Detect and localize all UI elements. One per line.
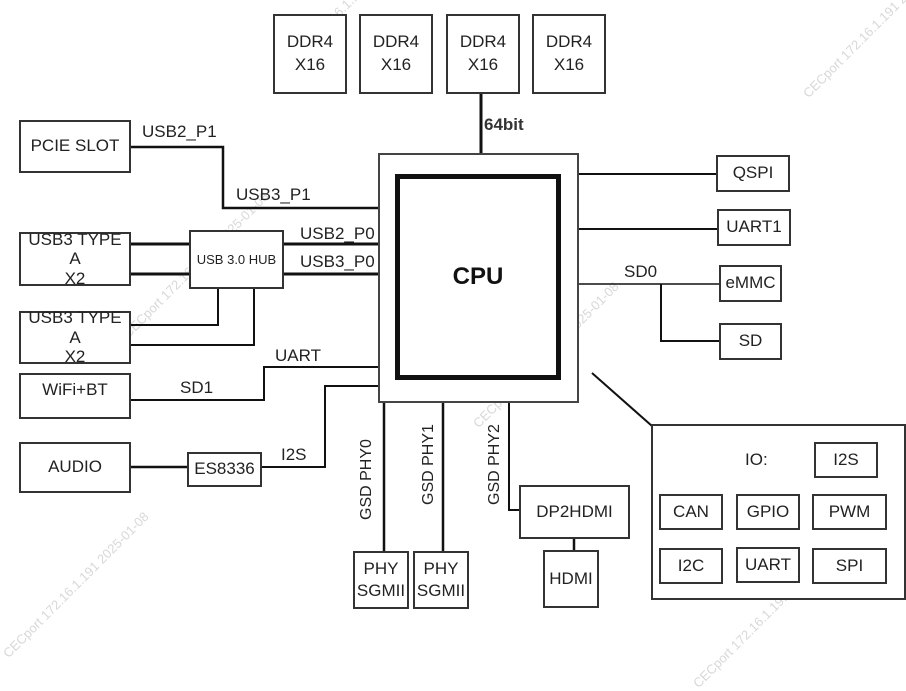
ddr4-chip-width: X16 [553,55,585,74]
usb3-p0-label: USB3_P0 [300,252,375,271]
io-line [591,372,653,427]
sd0-label: SD0 [624,262,658,281]
io-i2s: I2S [814,442,878,478]
ddr4-chip-width: X16 [467,55,499,74]
phy-sgmii-0: PHY SGMII [353,551,409,609]
qspi-label: QSPI [732,163,774,183]
usb2-p0-label: USB2_P0 [300,224,375,243]
io-item-label: I2C [677,555,705,575]
io-item-label: GPIO [746,501,790,521]
usb-hub-label: USB 3.0 HUB [196,251,277,267]
ddr4-chip-label: DDR4 [372,32,420,52]
ddr4-chip-2: DDR4 X16 [359,14,433,94]
ddr4-chip-width: X16 [294,55,326,74]
io-uart: UART [736,547,800,583]
uart1-port: UART1 [717,209,791,246]
ddr4-chip-4: DDR4 X16 [532,14,606,94]
io-can: CAN [659,494,723,530]
phy-label: PHY [423,558,459,578]
ddr-bus-label: 64bit [484,115,524,134]
sd-card: SD [719,323,782,360]
io-item-label: I2S [833,449,859,469]
ddr4-chip-label: DDR4 [286,32,334,52]
wifi-line [130,366,378,401]
sgmii-label: SGMII [416,581,466,600]
usb-3-0-hub: USB 3.0 HUB [189,230,284,289]
ddr4-chip-3: DDR4 X16 [446,14,520,94]
ddr4-chip-label: DDR4 [545,32,593,52]
uart1-label: UART1 [726,217,782,237]
pcie-slot: PCIE SLOT [19,120,131,173]
emmc-label: eMMC [725,273,776,293]
dp2hdmi-bridge: DP2HDMI [519,485,630,539]
phy-label: PHY [363,558,399,578]
connection-lines [130,94,719,552]
cpu-die: CPU [395,174,561,380]
io-title: IO: [745,450,768,469]
audio-jack: AUDIO [19,442,131,493]
io-item-label: SPI [835,555,864,575]
sd1-label: SD1 [180,378,214,397]
usb3-type-a-label: USB3 TYPE A [28,308,122,347]
usb3-type-a-count: X2 [64,347,86,367]
sgmii-label: SGMII [356,581,406,600]
usb3-type-a-1: USB3 TYPE A X2 [19,229,131,288]
hdmi-port: HDMI [543,550,599,608]
sd-line [660,284,719,342]
usb3-type-a-count: X2 [64,268,86,288]
gsd-phy2-label: GSD PHY2 [486,424,503,505]
ddr4-chip-label: DDR4 [459,32,507,52]
ddr4-chip-1: DDR4 X16 [273,14,347,94]
es8336-codec: ES8336 [187,452,262,487]
ddr4-chip-width: X16 [380,55,412,74]
io-spi: SPI [812,548,887,584]
pcie-slot-label: PCIE SLOT [30,136,120,156]
io-item-label: PWM [828,501,871,521]
io-i2c: I2C [659,548,723,584]
audio-label: AUDIO [48,457,102,477]
i2s-label: I2S [281,445,307,464]
gsd-phy0-label: GSD PHY0 [358,439,375,520]
usb3-p1-label: USB3_P1 [236,185,311,204]
gsd-phy1-label: GSD PHY1 [420,424,437,505]
io-pwm: PWM [812,494,887,530]
usb2-p1-label: USB2_P1 [142,122,217,141]
wifi-bt-module: WiFi+BT [19,373,131,419]
phy-sgmii-1: PHY SGMII [413,551,469,609]
phy2-line [508,403,520,511]
usb-a2-line-1 [130,288,219,326]
usb3-type-a-label: USB3 TYPE A [28,229,122,269]
i2s-line [262,385,378,468]
usb3-type-a-2: USB3 TYPE A X2 [19,308,131,367]
hdmi-label: HDMI [549,568,593,588]
wifi-bt-label: WiFi+BT [42,380,108,399]
io-gpio: GPIO [736,494,800,530]
io-item-label: CAN [673,501,709,521]
codec-label: ES8336 [194,459,255,479]
uart-label: UART [275,346,321,365]
cpu-label: CPU [452,262,504,290]
usb-p1-line [130,145,378,210]
dp2hdmi-label: DP2HDMI [536,501,613,521]
emmc-storage: eMMC [719,265,782,302]
usb-a2-line-2 [130,288,255,346]
qspi-flash: QSPI [716,155,790,192]
sd-label: SD [738,331,763,351]
io-item-label: UART [745,554,791,574]
